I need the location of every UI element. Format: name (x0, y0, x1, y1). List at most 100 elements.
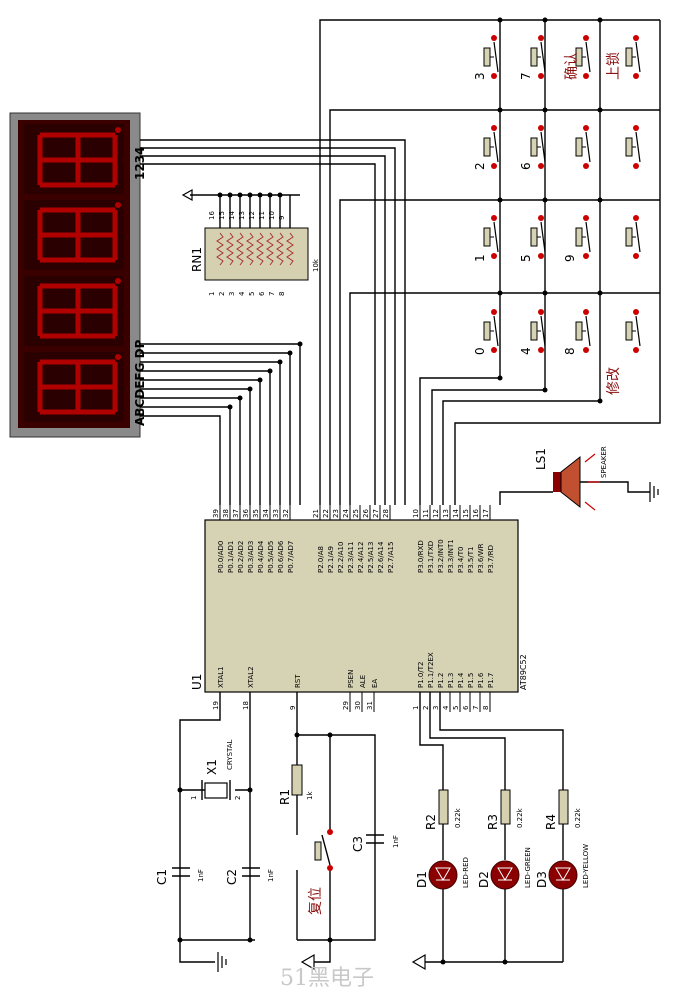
crystal-type: CRYSTAL (226, 739, 234, 770)
mcu-pin-number: 31 (366, 701, 374, 710)
rn1-top-pin-11: 11 (258, 211, 266, 220)
key-switch[interactable] (483, 309, 499, 353)
mcu-pin-number: 14 (452, 509, 460, 518)
mcu-pin-number: 11 (422, 509, 430, 518)
mcu-pin-number: 39 (212, 509, 220, 518)
mcu-pin-number: 6 (462, 705, 470, 710)
reset-label: 复位 (307, 887, 324, 915)
mcu-pin-name: P1.3 (447, 673, 455, 688)
r2-reference: R2 (424, 814, 438, 830)
mcu-pin-number: 17 (482, 509, 490, 518)
r1-reference: R1 (278, 789, 292, 805)
key-switch[interactable] (575, 309, 591, 353)
speaker-type: SPEAKER (600, 446, 608, 478)
key-switch[interactable] (530, 35, 546, 79)
key-switch[interactable] (575, 125, 591, 169)
key-label-8: 8 (563, 347, 577, 355)
mcu-pin-name: P2.7/A15 (387, 542, 395, 573)
keypad-labels: 3 7 确认 上锁 2 6 1 5 9 0 4 8 修改 (473, 52, 622, 395)
capacitor-c1-icon (172, 867, 190, 877)
mcu-pin-name: P3.5/T1 (467, 547, 475, 573)
mcu-pin-name: P0.3/AD3 (247, 541, 255, 573)
key-switch[interactable] (483, 125, 499, 169)
d1-type: LED-RED (462, 857, 470, 888)
mcu-pin-name: P3.0/RXD (417, 540, 425, 573)
rn1-top-pin-13: 13 (238, 211, 246, 220)
key-label-0: 0 (473, 347, 487, 355)
mcu-pin-name: P2.6/A14 (377, 541, 385, 573)
ground-icon (217, 952, 227, 972)
u1-reference: U1 (190, 674, 204, 690)
d2-type: LED-GREEN (524, 847, 532, 888)
mcu-pin-name: ALE (359, 675, 367, 688)
rn1-top-pin-12: 12 (248, 211, 256, 220)
digit-2 (24, 200, 124, 270)
mcu-pin-name: P3.7/RD (487, 545, 495, 573)
rn1-top-pin-9: 9 (278, 216, 286, 220)
mcu-pin-number: 35 (252, 509, 260, 518)
crystal-icon (204, 782, 228, 799)
display-segment-pins-label: ABCDEFG DP (133, 339, 147, 426)
key-switch[interactable] (625, 125, 641, 169)
rn1-bottom-pin-1: 1 (208, 292, 216, 296)
mcu-pin-name: P3.4/T0 (457, 547, 465, 573)
led-d2-icon (490, 860, 520, 890)
speaker-reference: LS1 (534, 448, 548, 470)
key-switch[interactable] (530, 125, 546, 169)
mcu-pin-number: 4 (442, 705, 450, 710)
key-switch[interactable] (625, 35, 641, 79)
key-switch[interactable] (625, 215, 641, 259)
key-switch[interactable] (575, 215, 591, 259)
c3-reference: C3 (351, 836, 365, 852)
rn1-top-pin-10: 10 (268, 211, 276, 220)
key-switch[interactable] (575, 35, 591, 79)
rn1-top-pin-15: 15 (218, 211, 226, 220)
c2-value: 1nF (267, 869, 275, 882)
oscillator-circuit: X1 CRYSTAL 1 2 C1 1nF C2 1nF (155, 692, 275, 972)
mcu-pin-name: PSEN (347, 670, 355, 688)
mcu-pin-number: 3 (432, 706, 440, 710)
mcu-pin-number: 21 (312, 509, 320, 518)
mcu-pin-number: 38 (222, 509, 230, 518)
key-label-4: 4 (519, 347, 533, 355)
resistor-r4-icon (558, 789, 569, 825)
d1-reference: D1 (415, 871, 429, 888)
key-label-1: 1 (473, 254, 487, 262)
mcu-pin-name: P0.5/AD5 (267, 541, 275, 573)
display-digit-wires (140, 139, 406, 505)
rn1-reference: RN1 (190, 247, 204, 272)
d2-reference: D2 (477, 871, 491, 888)
key-switch[interactable] (625, 309, 641, 353)
crystal-pin-2: 2 (234, 796, 242, 800)
key-switch[interactable] (483, 35, 499, 79)
key-switch[interactable] (530, 309, 546, 353)
digit-1 (24, 124, 124, 194)
rn1-bottom-pin-6: 6 (258, 291, 266, 296)
r3-value: 0.22k (516, 807, 524, 828)
rn1-top-pin-14: 14 (228, 211, 236, 220)
rn1-bottom-pin-4: 4 (238, 291, 246, 296)
mcu-pin-name: P0.0/AD0 (217, 541, 225, 573)
mcu-pin-number: 27 (372, 509, 380, 518)
capacitor-c3-icon (366, 834, 384, 844)
mcu-pin-number: 36 (242, 509, 250, 518)
key-switch[interactable] (483, 215, 499, 259)
mcu-pin-name: P2.1/A9 (327, 546, 335, 573)
key-switch[interactable] (530, 215, 546, 259)
mcu-pin-name: P1.7 (487, 673, 495, 688)
display-segment-wires (140, 341, 303, 505)
led-indicators: R2 0.22k R3 0.22k R4 0.22k D1 LED-RED D2… (411, 692, 590, 971)
ground-arrow-icon (181, 188, 193, 202)
display-digit-pins-label: 1234 (133, 147, 147, 180)
d3-type: LED-YELLOW (582, 844, 590, 888)
speaker-icon (560, 455, 581, 509)
mcu-pin-number: 28 (382, 509, 390, 518)
digit-4 (24, 352, 124, 422)
mcu-pin-number: 19 (212, 701, 220, 710)
watermark: 51黑电子 (280, 966, 374, 991)
mcu-pin-name: P0.1/AD1 (227, 541, 235, 573)
resistor-network-rn1: RN1 10k 16 15 14 13 12 11 10 9 1 2 3 4 5… (181, 188, 320, 296)
key-label-9: 9 (563, 254, 577, 262)
mcu-pin-number: 26 (362, 509, 370, 518)
mcu-pin-number: 32 (282, 509, 290, 518)
